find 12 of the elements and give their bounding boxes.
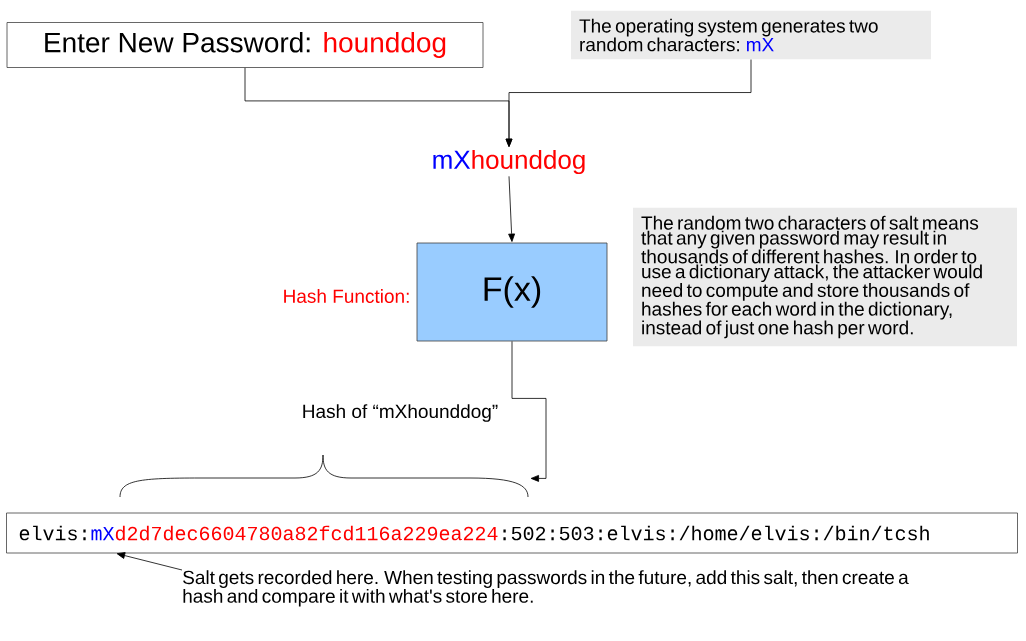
arrow bbox=[511, 341, 547, 482]
entry-box: Enter New Password: hounddog bbox=[6, 22, 484, 68]
arrow bbox=[505, 59, 752, 147]
edge-label: Hash of “mXhounddog” bbox=[299, 402, 501, 424]
arrow bbox=[508, 175, 516, 242]
annotation-text: Salt gets recorded here. When testing passwords in the future, add this salt, then create a hash and compare it with what's store here. bbox=[183, 570, 909, 607]
hash-function-box: F(x) bbox=[416, 242, 608, 342]
note-box: The operating system generates two random characters: mX bbox=[571, 10, 931, 60]
salted-password-text: mXhounddog bbox=[433, 149, 585, 175]
leader-line bbox=[116, 552, 183, 571]
note-box: The random two characters of salt means that any given password may result in thousands of different hashes. In order to use a dictionary attack, the attacker would need to compute and store thousands of hashes for each word in the dictionary, instead of just one hash per word. bbox=[633, 207, 1017, 347]
node-caption: Hash Function: bbox=[284, 289, 409, 303]
